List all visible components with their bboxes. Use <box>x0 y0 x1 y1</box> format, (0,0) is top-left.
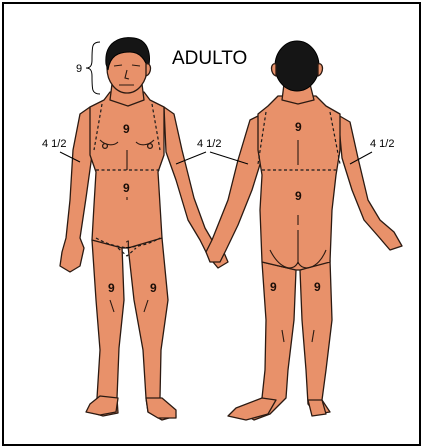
back-right-foot <box>308 400 326 416</box>
back-ear-left <box>272 64 277 76</box>
back-arm-right-label: 4 1/2 <box>370 138 394 150</box>
back-leg-left-label: 9 <box>270 280 277 294</box>
back-figure <box>206 41 402 420</box>
front-right-foot <box>146 398 176 418</box>
back-head-hair <box>275 41 319 91</box>
head-label: 9 <box>76 63 82 75</box>
head-brace <box>86 42 100 94</box>
front-leg-left-label: 9 <box>150 281 157 295</box>
front-ear <box>146 64 151 76</box>
back-ear-right <box>318 64 323 76</box>
shared-arm-label: 4 1/2 <box>197 138 221 150</box>
front-abdomen-label: 9 <box>123 181 130 195</box>
front-nipple-right <box>148 144 153 149</box>
back-right-arm <box>338 115 402 250</box>
front-figure <box>60 38 228 420</box>
front-groin-label: 1 <box>125 239 131 251</box>
front-leg-right-label: 9 <box>108 281 115 295</box>
front-left-arm <box>60 107 92 272</box>
front-nipple-left <box>103 144 108 149</box>
back-upper-label: 9 <box>295 120 302 134</box>
front-left-leg <box>90 240 124 416</box>
back-lower-label: 9 <box>295 189 302 203</box>
back-leg-right-label: 9 <box>314 280 321 294</box>
front-right-leg <box>128 238 176 420</box>
page-title: ADULTO <box>172 48 247 69</box>
front-arm-left-label: 4 1/2 <box>42 138 66 150</box>
front-left-foot <box>86 396 118 415</box>
back-left-foot <box>228 398 276 420</box>
figure-frame <box>3 3 420 445</box>
front-chest-label: 9 <box>123 122 130 136</box>
